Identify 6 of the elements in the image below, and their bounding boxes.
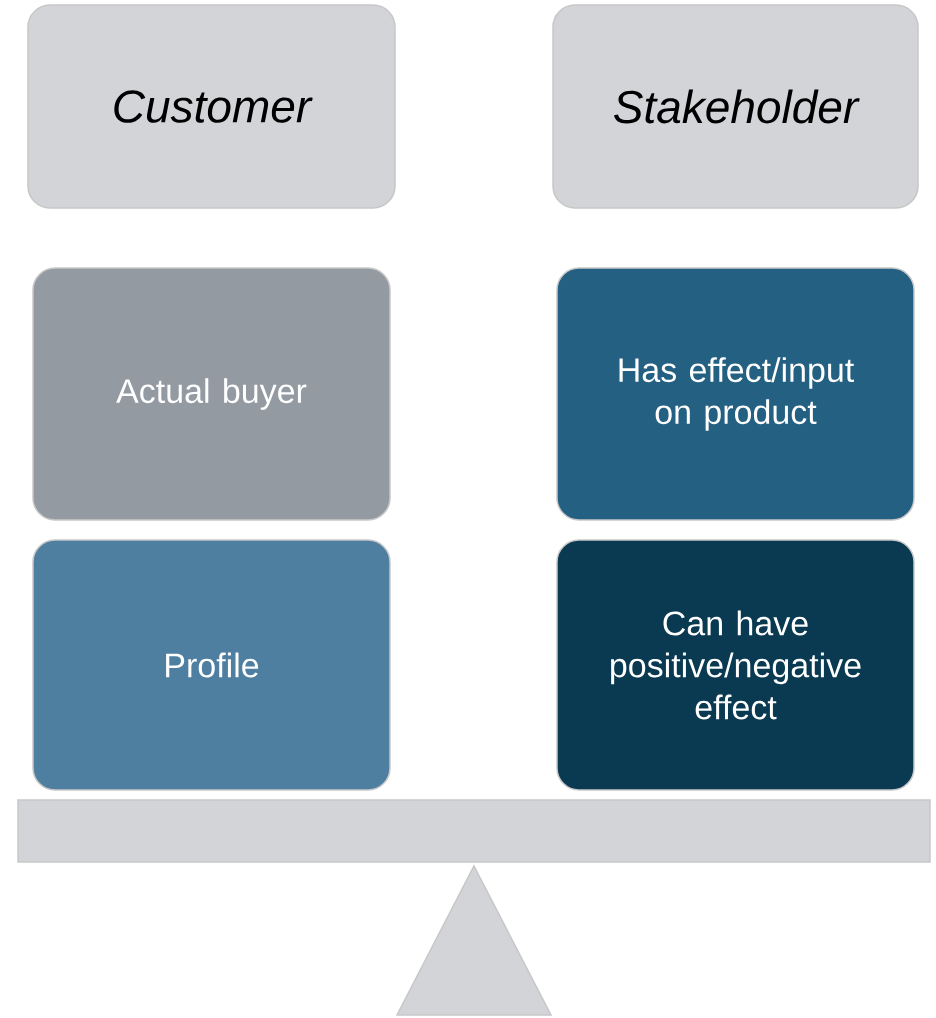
heading-box: Customer <box>27 4 396 209</box>
heading-box: Stakeholder <box>552 4 919 209</box>
text-box: Can have positive/negative effect <box>556 539 915 791</box>
text-box: Profile <box>32 539 391 791</box>
text-box: Has effect/input on product <box>556 267 915 521</box>
text-box: Actual buyer <box>32 267 391 521</box>
